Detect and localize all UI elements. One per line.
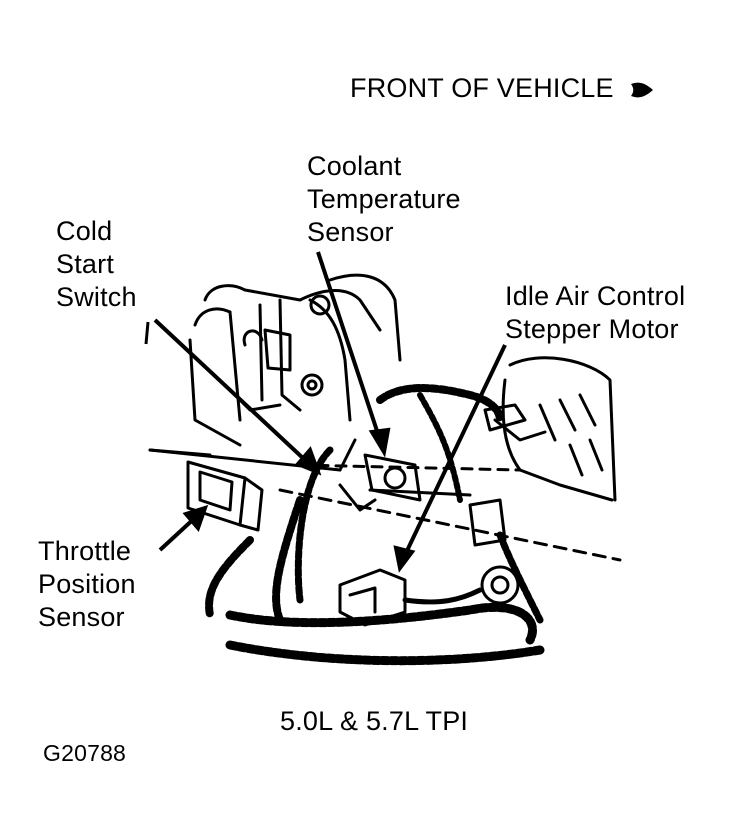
figure-id: G20788 [43, 740, 127, 766]
cold-start-label-line-3: Switch [56, 282, 137, 312]
iac-label-line-1: Idle Air Control [505, 281, 686, 311]
intake-manifold-drawing [148, 273, 622, 562]
throttle-body-drawing [483, 356, 617, 502]
throttle-position-sensor-label: Throttle Position Sensor [38, 535, 136, 634]
iac-leader-arrowhead [393, 545, 416, 573]
leader-lines [153, 251, 507, 573]
coolant-leader-arrowhead [368, 427, 391, 458]
wiring-harness [205, 384, 545, 666]
tps-label-line-3: Sensor [38, 602, 125, 632]
iac-leader-line [403, 344, 507, 556]
coolant-label-line-2: Temperature [307, 184, 461, 214]
front-of-vehicle-text: FRONT OF VEHICLE [350, 73, 614, 103]
coolant-label-line-1: Coolant [307, 151, 402, 181]
coolant-sensor-drawing [338, 438, 422, 512]
coolant-label-line-3: Sensor [307, 217, 394, 247]
engine-caption: 5.0L & 5.7L TPI [280, 706, 469, 736]
cold-start-leader-arrowhead [294, 446, 322, 476]
coolant-leader-line [316, 251, 382, 441]
tps-label-line-1: Throttle [38, 536, 132, 566]
tps-label-line-2: Position [38, 569, 136, 599]
cold-start-label-line-2: Start [56, 249, 115, 279]
filled-arrow-right-icon [631, 82, 654, 98]
cold-start-switch-label: Cold Start Switch [56, 215, 137, 314]
cold-start-label-line-1: Cold [56, 216, 113, 246]
iac-label-line-2: Stepper Motor [505, 314, 679, 344]
cold-start-leader-line [153, 318, 307, 462]
front-of-vehicle-label: FRONT OF VEHICLE [350, 72, 655, 105]
coolant-temperature-sensor-label: Coolant Temperature Sensor [307, 150, 461, 249]
tps-leader-arrowhead [182, 504, 209, 532]
idle-air-control-label: Idle Air Control Stepper Motor [505, 280, 685, 346]
tps-connector-drawing [186, 460, 264, 532]
cold-start-tick [144, 321, 150, 345]
